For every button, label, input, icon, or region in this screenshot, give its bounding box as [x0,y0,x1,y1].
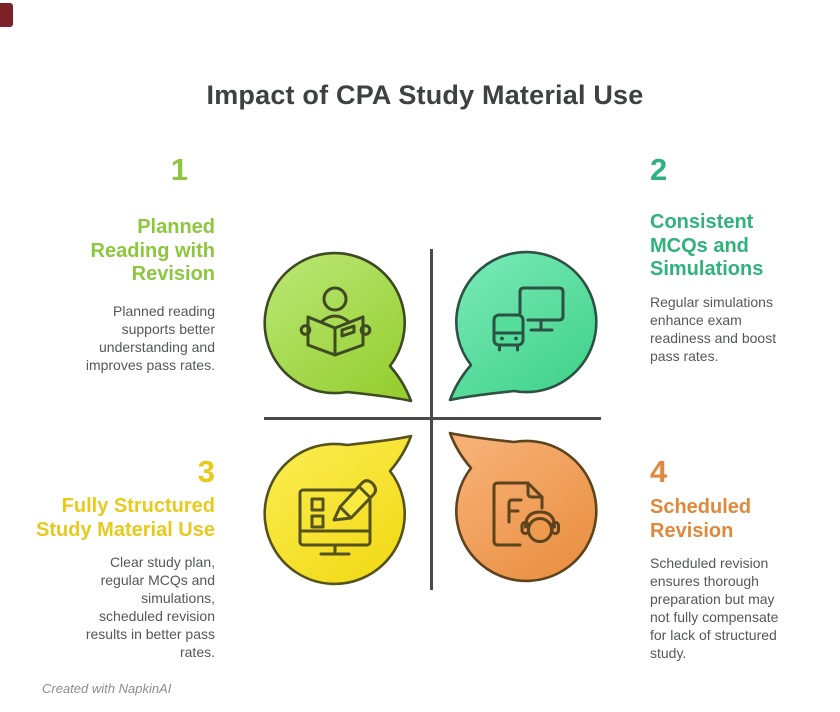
online-test-with-pencil-icon [298,479,377,556]
step-heading-2: Consistent MCQs and Simulations [650,211,764,280]
step-description-3: Clear study plan, regular MCQs and simul… [85,554,215,660]
step-number-1: 1 [170,152,188,187]
document-with-headphones-icon [492,481,560,547]
person-reading-book-icon [299,286,372,357]
step-number-4: 4 [650,454,668,489]
corner-mark [0,3,13,27]
divider-horizontal [264,417,601,420]
monitor-and-quiz-bot-icon [492,286,565,352]
step-description-4: Scheduled revision ensures thorough prep… [650,555,779,661]
step-description-1: Planned reading supports better understa… [85,302,215,373]
step-number-2: 2 [650,152,668,187]
step-heading-1: Planned Reading with Revision [90,216,215,285]
step-heading-4: Scheduled Revision [650,496,752,542]
quadrant-planned-reading: 1 Planned Reading with Revision Planned … [30,152,215,374]
quadrant-consistent-mcqs: 2 Consistent MCQs and Simulations Regula… [650,152,822,365]
step-description-2: Regular simulations enhance exam readine… [650,293,777,364]
page-title: Impact of CPA Study Material Use [206,80,644,110]
step-heading-3: Fully Structured Study Material Use [36,495,215,541]
quadrant-scheduled-revision: 4 Scheduled Revision Scheduled revision … [650,454,822,662]
watermark-text: Created with NapkinAI [42,681,172,696]
step-number-3: 3 [197,454,215,489]
quadrant-structured-study: 3 Fully Structured Study Material Use Cl… [30,454,215,661]
orange-speech-bubble [448,431,598,583]
